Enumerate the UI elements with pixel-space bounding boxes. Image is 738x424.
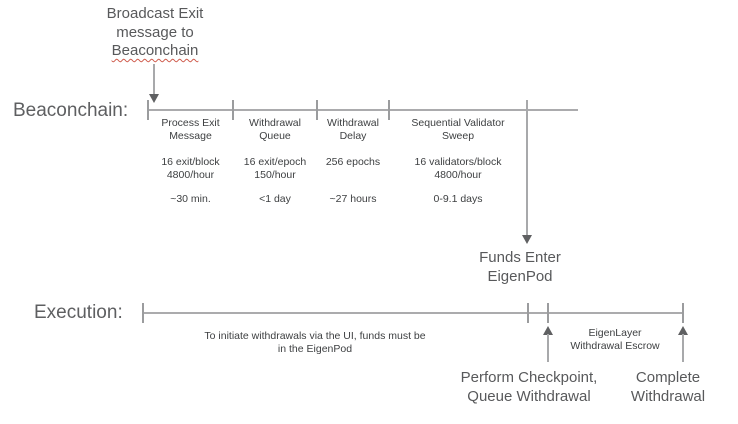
beaconchain-timeline xyxy=(148,109,578,111)
segment-title: Withdrawal Queue xyxy=(249,117,301,142)
beaconchain-tick-1 xyxy=(147,100,149,120)
complete-withdrawal-label: Complete Withdrawal xyxy=(630,369,706,405)
eigenlayer-withdrawal-escrow-label: EigenLayer Withdrawal Escrow xyxy=(570,327,660,352)
segment-duration: <1 day xyxy=(259,193,291,205)
broadcast-exit-note: Broadcast Exit message to Beaconchain xyxy=(85,5,225,61)
segment-rate: 16 exit/block 4800/hour xyxy=(161,156,220,181)
segment-rate: 256 epochs xyxy=(325,156,381,168)
broadcast-exit-note-line3: Beaconchain xyxy=(111,42,199,59)
beaconchain-tick-4 xyxy=(388,100,390,120)
execution-tick-3 xyxy=(547,303,549,323)
execution-tick-4 xyxy=(682,303,684,323)
segment-title: Sequential Validator Sweep xyxy=(411,117,505,142)
execution-tick-1 xyxy=(142,303,144,323)
initiate-withdrawals-note: To initiate withdrawals via the UI, fund… xyxy=(204,330,426,355)
broadcast-exit-note-line1: Broadcast Exit xyxy=(106,5,204,22)
segment-rate: 16 validators/block 4800/hour xyxy=(414,156,502,181)
complete-arrow-line xyxy=(682,334,684,362)
segment-duration: 0-9.1 days xyxy=(433,193,483,205)
segment-rate: 16 exit/epoch 150/hour xyxy=(243,156,307,181)
beaconchain-tick-2 xyxy=(232,100,234,120)
checkpoint-arrow-up-icon xyxy=(543,326,553,335)
segment-title: Withdrawal Delay xyxy=(327,117,379,142)
segment-title: Process Exit Message xyxy=(161,117,220,142)
execution-label: Execution: xyxy=(34,302,123,323)
segment-duration: ~30 min. xyxy=(170,193,211,205)
funds-enter-arrow-line xyxy=(526,100,528,236)
beaconchain-tick-3 xyxy=(316,100,318,120)
beaconchain-label: Beaconchain: xyxy=(13,100,129,121)
checkpoint-arrow-line xyxy=(547,334,549,362)
complete-arrow-up-icon xyxy=(678,326,688,335)
funds-enter-arrow-down-icon xyxy=(522,235,532,244)
funds-enter-eigenpod-label: Funds Enter EigenPod xyxy=(479,249,561,285)
broadcast-arrow-line xyxy=(153,64,155,96)
segment-duration: ~27 hours xyxy=(329,193,377,205)
execution-tick-2 xyxy=(527,303,529,323)
execution-timeline xyxy=(143,312,683,314)
broadcast-arrow-down-icon xyxy=(149,94,159,103)
broadcast-exit-note-line2: message to xyxy=(116,23,194,41)
perform-checkpoint-label: Perform Checkpoint, Queue Withdrawal xyxy=(460,369,598,405)
